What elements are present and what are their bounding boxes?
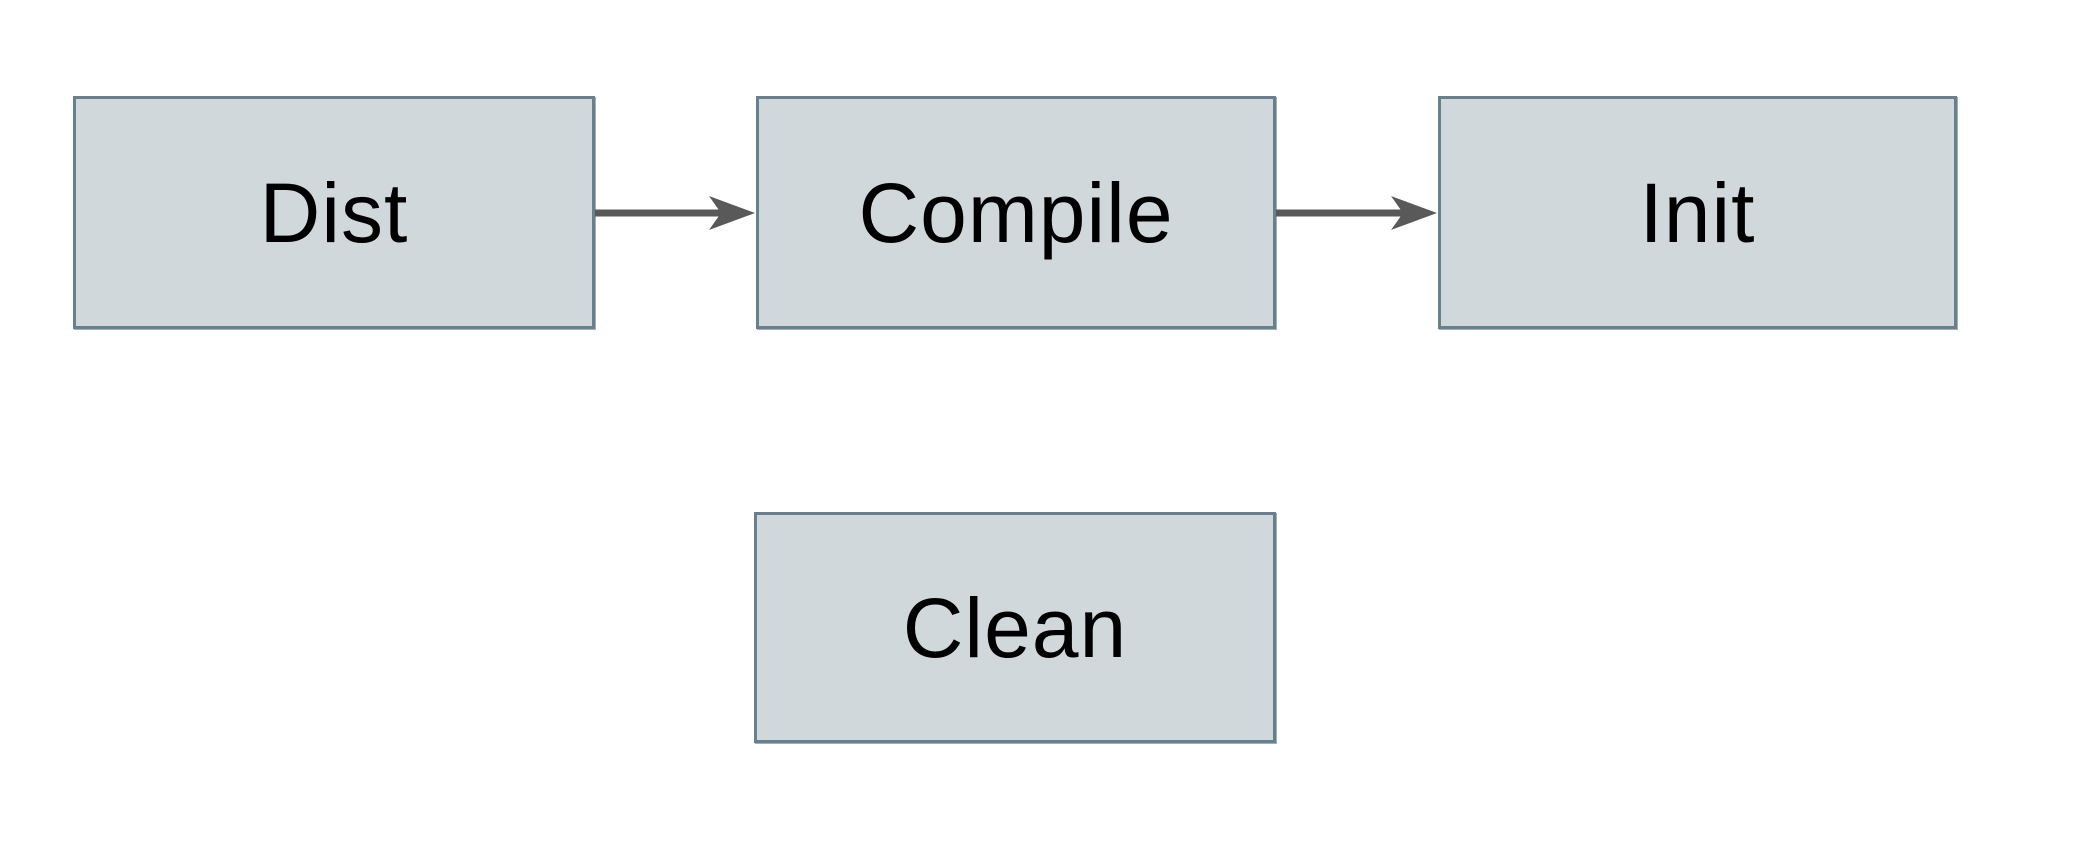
arrowhead-right-icon <box>1391 196 1437 230</box>
node-dist[interactable]: Dist <box>73 96 595 329</box>
arrowhead-right-icon <box>709 196 755 230</box>
node-compile-label: Compile <box>858 165 1174 260</box>
node-dist-label: Dist <box>259 165 409 260</box>
node-clean-label: Clean <box>902 580 1128 675</box>
node-clean[interactable]: Clean <box>754 512 1276 743</box>
node-compile[interactable]: Compile <box>756 96 1276 329</box>
node-init[interactable]: Init <box>1438 96 1957 329</box>
connector-dist-compile[interactable] <box>595 193 756 233</box>
node-init-label: Init <box>1639 165 1756 260</box>
connector-compile-init[interactable] <box>1276 193 1438 233</box>
